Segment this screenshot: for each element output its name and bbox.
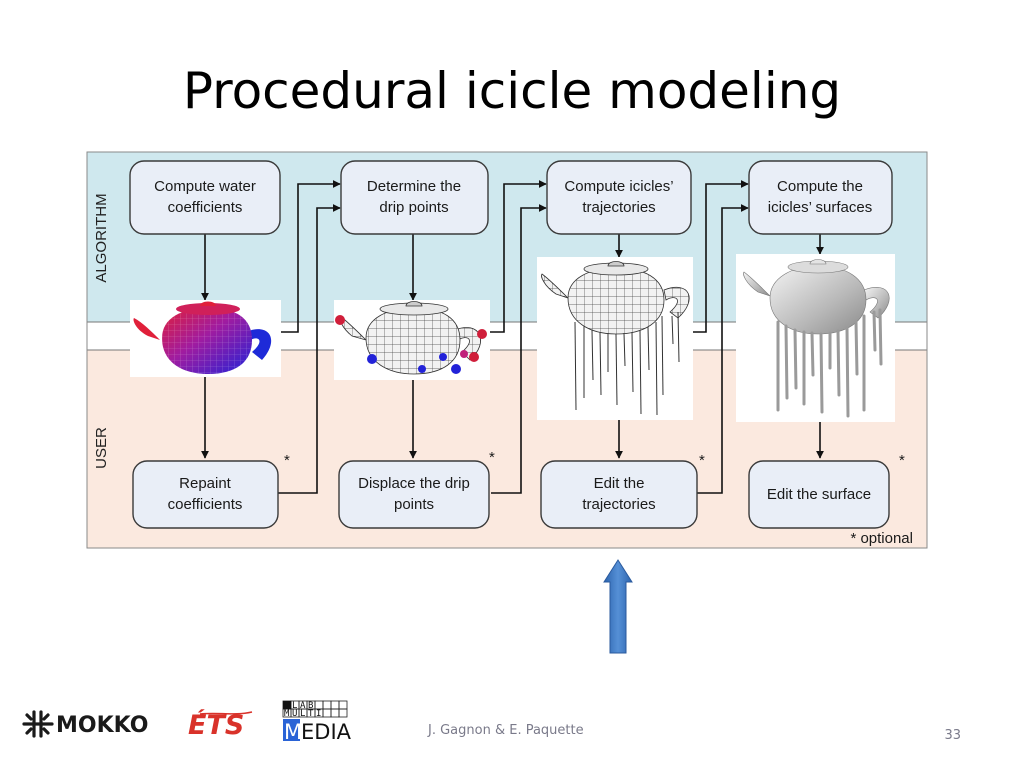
lab-letter: A <box>300 701 306 711</box>
user-step-repaint: Repaint coefficients <box>132 460 279 529</box>
optional-marker: * <box>699 452 705 469</box>
diagram-frame <box>86 151 928 549</box>
media-initial: M <box>284 720 302 744</box>
mokko-logo-icon <box>22 710 54 738</box>
user-step-label: Edit the <box>594 475 645 492</box>
vertical-connectors <box>201 234 824 459</box>
teapot-surfaces-image <box>736 254 895 422</box>
algorithm-step-label: coefficients <box>168 199 243 216</box>
user-step-label: coefficients <box>168 496 243 513</box>
algorithm-step-label: Compute icicles’ <box>564 178 673 195</box>
user-lane-label: USER <box>93 427 110 469</box>
optional-marker: * <box>284 452 290 469</box>
algorithm-step-trajectories: Compute icicles’ trajectories <box>546 160 692 235</box>
user-step-edit-trajectories: Edit the trajectories <box>540 460 698 529</box>
mokko-logo: MOKKO <box>22 710 148 738</box>
ets-logo: ÉTS <box>188 709 253 741</box>
lab-letter: L <box>300 709 305 719</box>
lab-letter: B <box>308 701 313 711</box>
lab-letter: U <box>292 709 297 719</box>
optional-marker: * <box>899 452 905 469</box>
labmultimedia-logo: L A B M U L T I M EDIA <box>282 699 353 744</box>
user-step-label: Displace the drip <box>358 475 470 492</box>
media-text: EDIA <box>301 720 352 744</box>
optional-note: * optional <box>850 530 913 547</box>
algorithm-step-label: Compute water <box>154 178 256 195</box>
algorithm-step-water-coefficients: Compute water coefficients <box>129 160 281 235</box>
lab-letter: L <box>292 701 297 711</box>
highlight-up-arrow <box>603 559 633 654</box>
algorithm-step-label: drip points <box>379 199 448 216</box>
algorithm-step-drip-points: Determine the drip points <box>340 160 489 235</box>
algorithm-step-label: icicles’ surfaces <box>768 199 872 216</box>
teapot-trajectories-image <box>537 257 693 420</box>
page-number: 33 <box>944 728 961 743</box>
algorithm-step-label: Compute the <box>777 178 863 195</box>
algorithm-step-label: Determine the <box>367 178 461 195</box>
lab-letter: M <box>284 709 290 719</box>
user-step-label: points <box>394 496 434 513</box>
lab-letter: T <box>308 709 314 719</box>
user-step-label: Edit the surface <box>767 486 871 503</box>
cross-connectors <box>278 180 749 494</box>
optional-marker: * <box>489 449 495 466</box>
teapot-coefficients-image <box>130 300 281 377</box>
algorithm-step-label: trajectories <box>582 199 655 216</box>
teapot-drip-points-image <box>334 300 490 380</box>
algorithm-lane-label: ALGORITHM <box>93 193 110 282</box>
user-step-edit-surface: Edit the surface <box>748 460 890 529</box>
mokko-logo-text: MOKKO <box>56 713 148 738</box>
slide-title: Procedural icicle modeling <box>182 62 842 120</box>
user-step-displace: Displace the drip points <box>338 460 490 529</box>
footer-authors: J. Gagnon & E. Paquette <box>427 723 584 738</box>
algorithm-step-surfaces: Compute the icicles’ surfaces <box>748 160 893 235</box>
user-step-label: Repaint <box>179 475 232 492</box>
lab-letter: I <box>316 709 321 719</box>
user-step-label: trajectories <box>582 496 655 513</box>
